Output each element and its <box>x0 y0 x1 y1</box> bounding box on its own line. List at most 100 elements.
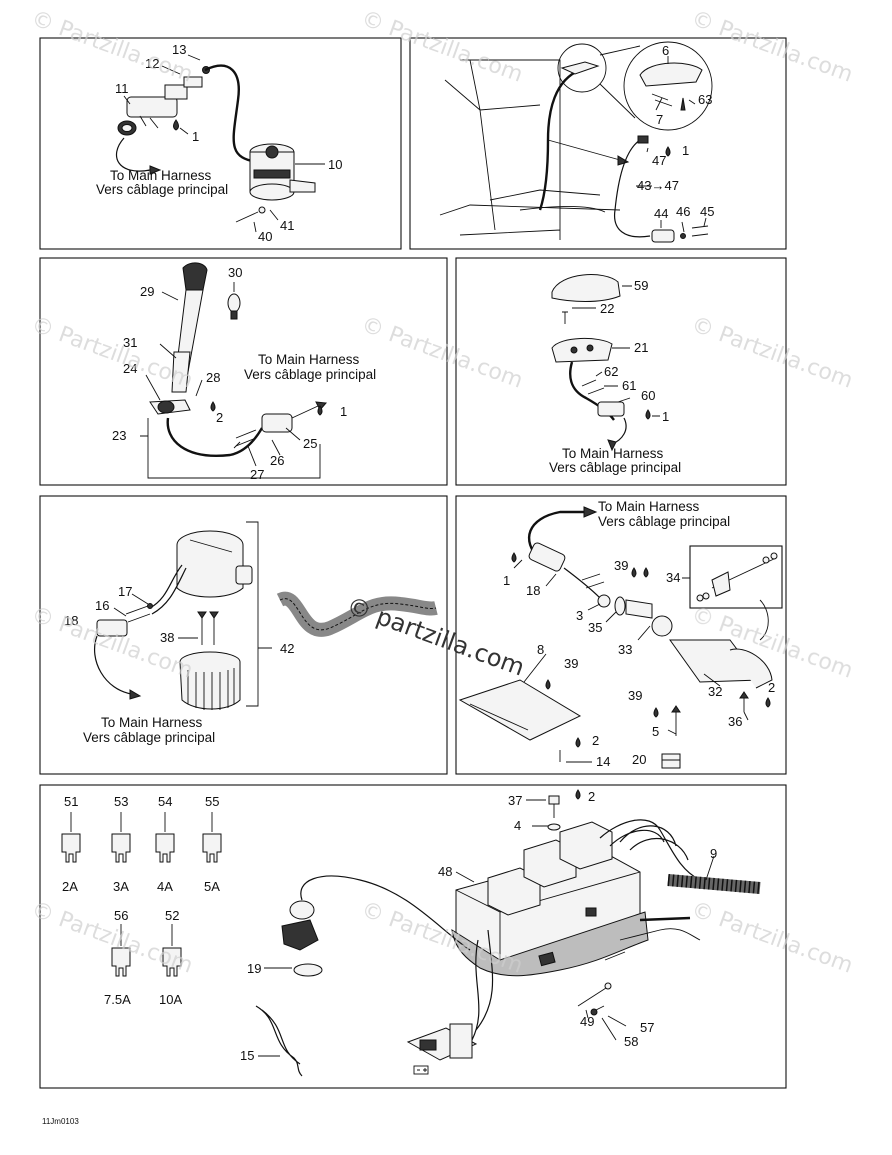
fuse-rating: 3A <box>113 879 129 894</box>
fuse-number: 56 <box>114 908 128 923</box>
callout-36: 36 <box>728 714 742 729</box>
harness-label-en: To Main Harness <box>110 168 212 183</box>
callout-4: 4 <box>514 818 521 833</box>
wire <box>204 64 259 164</box>
callout-39: 39 <box>564 656 578 671</box>
zoom-circle-detail <box>623 41 713 131</box>
callout-9: 9 <box>710 846 717 861</box>
light-globe <box>182 262 208 291</box>
callout-41: 41 <box>280 218 294 233</box>
callout-37: 37 <box>508 793 522 808</box>
callout-43-47: 43→47 <box>637 178 679 193</box>
panel-frame <box>39 37 402 250</box>
callout-7: 7 <box>656 112 663 127</box>
fuse-number: 52 <box>165 908 179 923</box>
callout-27: 27 <box>250 467 264 482</box>
fuse-rating: 7.5A <box>104 992 131 1007</box>
harness-arrow <box>115 137 151 172</box>
callout-1: 1 <box>192 129 199 144</box>
fuse-53: 53 3A <box>111 794 131 894</box>
watermark-text: © Partzilla.com <box>28 6 196 88</box>
sealant-drop-icon <box>545 679 551 690</box>
fuse-rating: 5A <box>204 879 220 894</box>
connector-25 <box>261 413 293 433</box>
callout-60: 60 <box>641 388 655 403</box>
callout-40: 40 <box>258 229 272 244</box>
connector-60 <box>597 401 625 417</box>
callout-12: 12 <box>145 56 159 71</box>
panel-bow-light: 59 22 21 62 61 60 1 To Main Harness Vers… <box>455 257 787 486</box>
callout-19: 19 <box>247 961 261 976</box>
fuse-rating: 4A <box>157 879 173 894</box>
fuse-56: 56 7.5A <box>104 908 131 1007</box>
callout-30: 30 <box>228 265 242 280</box>
bow-light-base <box>551 337 613 363</box>
callout-45: 45 <box>700 204 714 219</box>
fuse-number: 55 <box>205 794 219 809</box>
harness-label-en: To Main Harness <box>258 352 360 367</box>
watermark-text: © Partzilla.com <box>358 312 526 394</box>
callout-15: 15 <box>240 1048 254 1063</box>
harness-label-fr: Vers câblage principal <box>598 514 730 529</box>
panel-frame <box>39 257 448 486</box>
callout-1: 1 <box>662 409 669 424</box>
callout-42: 42 <box>280 641 294 656</box>
callout-2: 2 <box>588 789 595 804</box>
harness-label-fr: Vers câblage principal <box>244 367 376 382</box>
callout-10: 10 <box>328 157 342 172</box>
mounting-plate-8 <box>458 679 582 741</box>
harness-label-en: To Main Harness <box>562 446 664 461</box>
diagram-code: 11Jm0103 <box>42 1117 79 1126</box>
sealant-drop-icon <box>665 146 671 157</box>
panel-courtesy-light: 6 63 7 47 1 43→47 44 46 45 <box>409 37 787 250</box>
callout-33: 33 <box>618 642 632 657</box>
wire-15 <box>255 1005 303 1077</box>
clip-20 <box>661 753 681 769</box>
watermark-text: © Partzilla.com <box>688 897 856 979</box>
panel-trim-sender: 1 18 39 3 35 33 34 8 39 32 2 39 36 5 2 1… <box>455 495 787 775</box>
callout-49: 49 <box>580 1014 594 1029</box>
callout-59: 59 <box>634 278 648 293</box>
callout-1: 1 <box>682 143 689 158</box>
callout-61: 61 <box>622 378 636 393</box>
callout-63: 63 <box>698 92 712 107</box>
watermark: © Partzilla.com © Partzilla.com © Partzi… <box>28 6 856 979</box>
sealant-drop-icon <box>210 401 216 412</box>
panel-frame <box>39 495 448 775</box>
callout-6: 6 <box>662 43 669 58</box>
callout-39: 39 <box>628 688 642 703</box>
detail-box <box>689 545 783 609</box>
callout-18: 18 <box>526 583 540 598</box>
fuse-54: 54 4A <box>155 794 175 894</box>
callout-16: 16 <box>95 598 109 613</box>
callout-38: 38 <box>160 630 174 645</box>
panel-bilge-pump: 13 12 11 1 10 41 40 To Main Harness Vers… <box>39 37 402 250</box>
callout-5: 5 <box>652 724 659 739</box>
grommet-19 <box>293 963 323 977</box>
watermark-text: © Partzilla.com <box>688 312 856 394</box>
callout-62: 62 <box>604 364 618 379</box>
zoom-circle <box>557 43 607 93</box>
panel-frame <box>455 495 787 775</box>
fuse-number: 51 <box>64 794 78 809</box>
fuse-rating: 2A <box>62 879 78 894</box>
sealant-drop-icon <box>173 119 179 131</box>
fuse-52: 52 10A <box>159 908 182 1007</box>
callout-28: 28 <box>206 370 220 385</box>
fuse-number: 53 <box>114 794 128 809</box>
harness-wires <box>599 819 701 881</box>
watermark-text: © Partzilla.com <box>688 6 856 88</box>
harness-label-en: To Main Harness <box>598 499 700 514</box>
callout-24: 24 <box>123 361 137 376</box>
pointer-line <box>547 139 621 161</box>
harness-label-fr: Vers câblage principal <box>83 730 215 745</box>
callout-29: 29 <box>140 284 154 299</box>
callout-57: 57 <box>640 1020 654 1035</box>
callout-23: 23 <box>112 428 126 443</box>
callout-13: 13 <box>172 42 186 57</box>
callout-20: 20 <box>632 752 646 767</box>
watermark-text: © Partzilla.com <box>358 6 526 88</box>
callout-58: 58 <box>624 1034 638 1049</box>
callout-35: 35 <box>588 620 602 635</box>
